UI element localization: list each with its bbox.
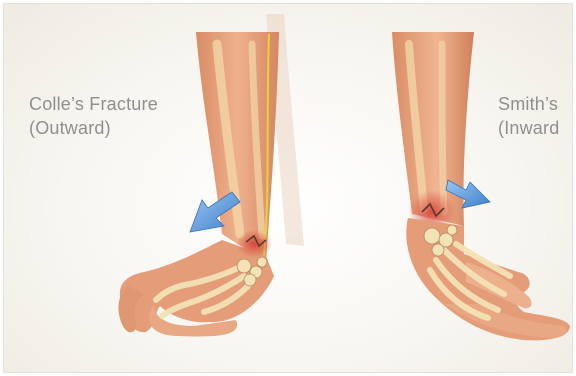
smiths-fracture-label: Smith’s (Inward (498, 92, 559, 140)
illustration-frame: Colle’s Fracture (Outward) Smith’s (Inwa… (3, 3, 573, 373)
colles-fracture-direction: (Outward) (29, 116, 158, 140)
colles-fracture-title: Colle’s Fracture (29, 92, 158, 116)
colles-fracture-label: Colle’s Fracture (Outward) (29, 92, 158, 140)
colles-fracture-wrist (118, 14, 304, 336)
wrist-fracture-illustration (4, 4, 573, 373)
smiths-fracture-title: Smith’s (498, 92, 559, 116)
left-inflammation (236, 230, 272, 258)
smiths-fracture-wrist (392, 32, 570, 340)
smiths-fracture-direction: (Inward (498, 116, 559, 140)
